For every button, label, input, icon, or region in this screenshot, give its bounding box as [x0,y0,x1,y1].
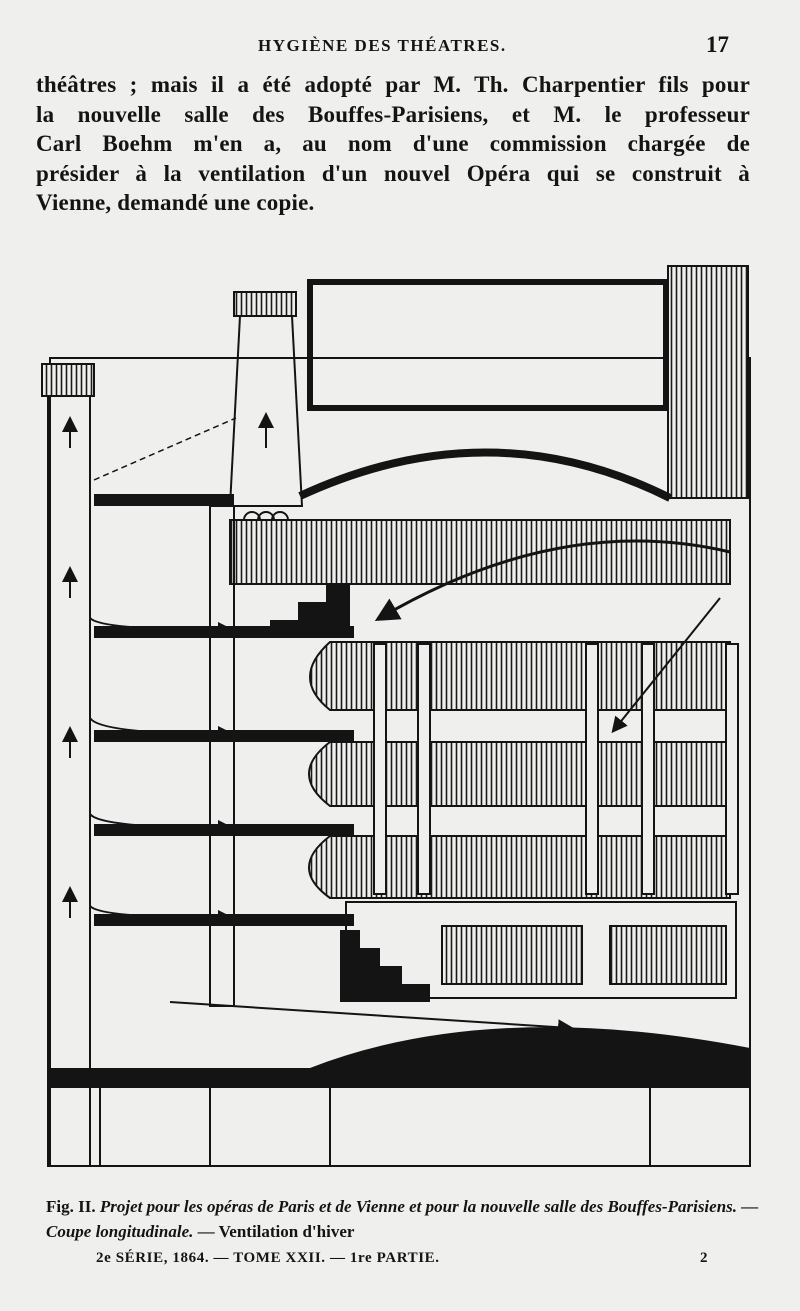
roof-attic [307,279,669,411]
ceiling-vault [298,448,672,502]
basement-slab [50,1027,750,1088]
upper-gallery [229,519,731,585]
lower-stair [340,930,430,1002]
body-line: théâtres ; mais il a été adopté par M. T… [36,72,750,97]
figure-subtitle: — Ventilation d'hiver [197,1222,355,1241]
body-line: Vienne, demandé une copie. [36,190,315,215]
running-head: HYGIÈNE DES THÉATRES. 17 [0,32,800,62]
series-volume-line: 2e SÉRIE, 1864. — TOME XXII. — 1re PARTI… [96,1250,440,1266]
section-engraving [30,258,752,1190]
running-title: HYGIÈNE DES THÉATRES. [258,36,507,55]
figure-title: Projet pour les opéras de Paris et de Vi… [46,1197,759,1241]
auditorium-tiers [308,641,731,899]
figure-caption: Fig. II. Projet pour les opéras de Paris… [46,1194,762,1244]
printer-signature: 2e SÉRIE, 1864. — TOME XXII. — 1re PARTI… [96,1250,716,1274]
page-number: 17 [706,32,729,57]
theatre-section-drawing [41,265,751,1167]
body-line: Carl Boehm m'en a, au nom d'une commissi… [36,131,750,156]
upper-stair [240,584,350,638]
body-line: présider à la ventilation d'un nouvel Op… [36,160,750,186]
centre-chimney [228,291,304,529]
figure-label: Fig. II. [46,1197,96,1216]
columns [373,643,739,895]
right-tower [667,265,749,499]
sheet-number: 2 [700,1250,709,1266]
body-line: la nouvelle salle des Bouffes-Parisiens,… [36,101,750,127]
left-chimney [41,363,95,1167]
body-paragraph: théâtres ; mais il a été adopté par M. T… [36,70,750,218]
